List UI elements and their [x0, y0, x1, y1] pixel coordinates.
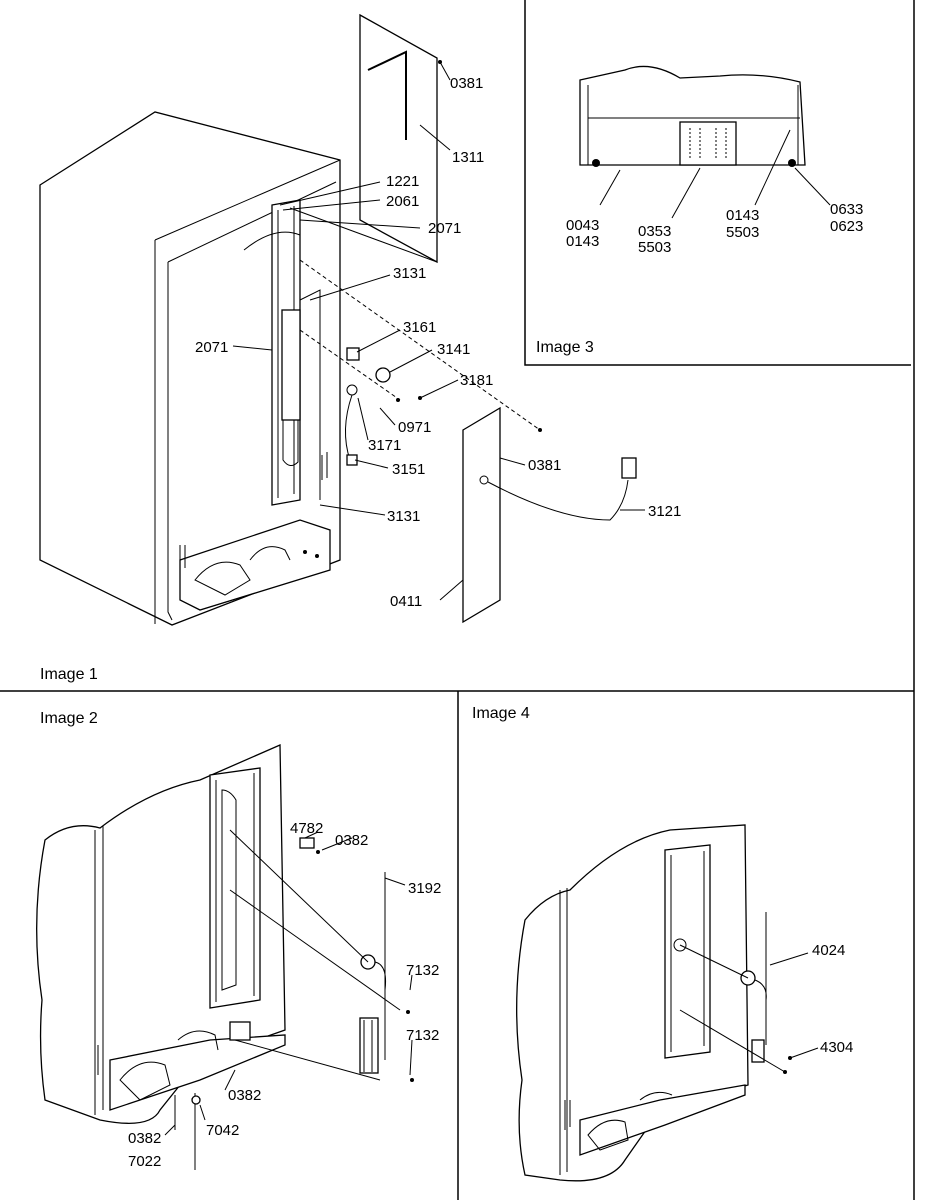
image2-caption: Image 2 — [40, 710, 98, 727]
part-label: 0623 — [830, 218, 863, 235]
part-label: 7132 — [406, 962, 439, 979]
part-label: 0633 — [830, 201, 863, 218]
part-label: 1221 — [386, 173, 419, 190]
image4-labels: 4024 4304 Image 4 — [472, 705, 853, 1056]
part-label: 1311 — [452, 149, 484, 166]
part-label: 0971 — [398, 419, 431, 436]
part-label: 3181 — [460, 372, 493, 389]
part-label: 4782 — [290, 820, 323, 837]
part-label: 0143 — [726, 207, 759, 224]
image1-caption: Image 1 — [40, 666, 98, 683]
part-label: 7042 — [206, 1122, 239, 1139]
part-label: 3141 — [437, 341, 470, 358]
part-label: 3171 — [368, 437, 401, 454]
image1-drawing — [39, 13, 645, 626]
part-label: 4304 — [820, 1039, 853, 1056]
part-label: 0381 — [450, 75, 483, 92]
part-label: 7022 — [128, 1153, 161, 1170]
part-label: 4024 — [812, 942, 845, 959]
part-label: 3121 — [648, 503, 681, 520]
part-label: 0143 — [566, 233, 599, 250]
image1-labels: 0381 1311 1221 2061 2071 3131 3161 3141 … — [40, 75, 681, 683]
part-label: 0381 — [528, 457, 561, 474]
image3-labels: 0043 0143 0353 5503 0143 5503 0633 0623 … — [536, 201, 863, 356]
part-label: 3151 — [392, 461, 425, 478]
image3-drawing — [579, 65, 831, 219]
image4-caption: Image 4 — [472, 705, 530, 722]
image3-caption: Image 3 — [536, 339, 594, 356]
part-label: 2071 — [195, 339, 228, 356]
part-label: 0411 — [390, 593, 422, 610]
part-label: 0382 — [335, 832, 368, 849]
part-label: 0043 — [566, 217, 599, 234]
part-label: 2061 — [386, 193, 419, 210]
part-label: 3131 — [387, 508, 420, 525]
image2-labels: 4782 0382 3192 7132 7132 0382 0382 7042 … — [40, 710, 441, 1170]
image2-drawing — [36, 744, 414, 1170]
part-label: 3161 — [403, 319, 436, 336]
part-label: 5503 — [638, 239, 671, 256]
part-label: 7132 — [406, 1027, 439, 1044]
part-label: 0382 — [128, 1130, 161, 1147]
part-label: 0382 — [228, 1087, 261, 1104]
part-label: 0353 — [638, 223, 671, 240]
image4-drawing — [516, 824, 819, 1182]
part-label: 3192 — [408, 880, 441, 897]
part-label: 2071 — [428, 220, 461, 237]
part-label: 5503 — [726, 224, 759, 241]
part-label: 3131 — [393, 265, 426, 282]
